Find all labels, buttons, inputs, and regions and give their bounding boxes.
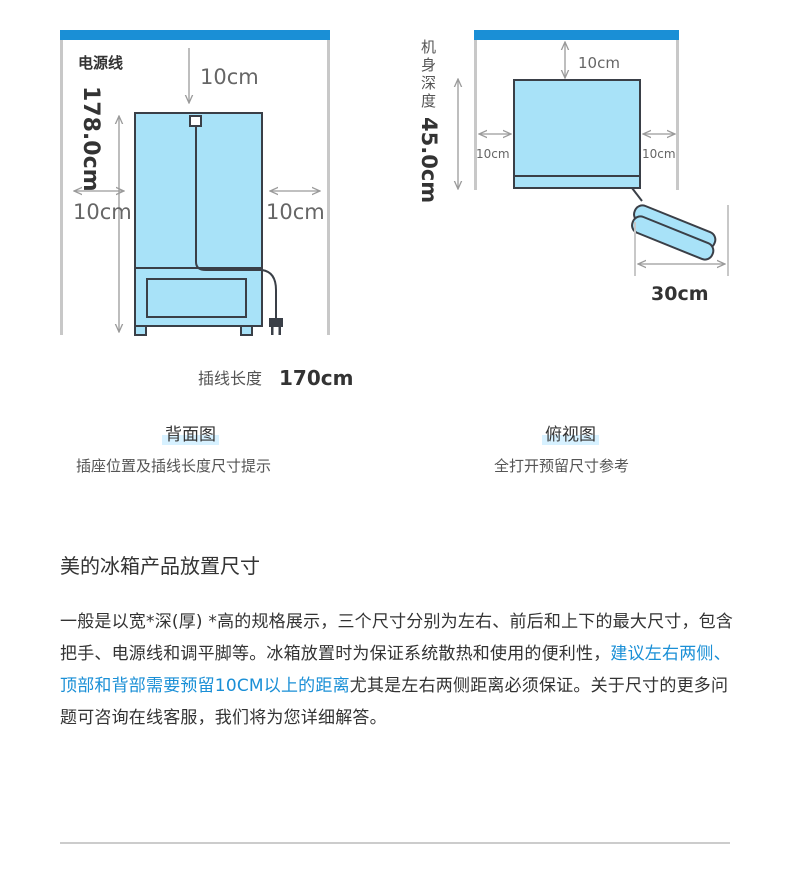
depth-value: 45.0cm [417,117,441,203]
fridge-right-foot [240,325,253,336]
depth-label-char-3: 深 [421,74,436,92]
top-view-subtitle: 全打开预留尺寸参考 [494,457,630,475]
back-view-top-bar [60,30,330,40]
top-view-top-gap-label: 10cm [578,54,620,72]
fridge-top-body [513,79,641,189]
section-title: 美的冰箱产品放置尺寸 [60,554,260,578]
top-view-right-gap-label: 10cm [642,147,676,161]
back-view-left-wall [60,40,63,335]
back-top-gap-label: 10cm [200,65,259,89]
power-cord [195,126,277,318]
height-label: 178.0cm [78,86,103,192]
door-gap-wall-right [727,205,729,276]
cord-length-label: 插线长度 [198,369,262,388]
back-view-diagram: 电源线 10cm 178.0cm 10cm 10cm 插线长度 170cm [60,30,353,390]
depth-label-char-2: 身 [421,56,436,74]
cord-length-value: 170cm [279,366,353,390]
open-doors [631,187,717,261]
fridge-back-compressor-panel [146,278,247,318]
back-view-right-wall [327,40,330,335]
top-view-diagram: 机 身 深 度 45.0cm 10cm 10cm 10cm 30cm [417,30,729,305]
depth-label-char-1: 机 [421,38,436,56]
description-paragraph: 一般是以宽*深(厚) *高的规格展示，三个尺寸分别为左右、前后和上下的最大尺寸，… [60,606,740,734]
socket-icon [189,115,202,127]
top-view-left-gap-label: 10cm [476,147,510,161]
door-gap-label: 30cm [651,283,709,305]
description-part-2: 尤其是左右两侧距离必须保证。关于尺寸的更多问题可咨询在线客服，我们将为您详细解答… [60,676,729,728]
door-gap-wall-left [634,222,636,276]
description-part-1: 一般是以宽*深(厚) *高的规格展示，三个尺寸分别为左右、前后和上下的最大尺寸，… [60,612,734,664]
top-view-left-wall [474,40,477,190]
top-view-title: 俯视图 [542,420,599,445]
back-right-gap-label: 10cm [266,200,325,224]
power-cord-label: 电源线 [78,54,123,72]
top-view-top-bar [474,30,679,40]
bottom-divider [60,842,730,844]
description-highlight: 建议左右两侧、顶部和背部需要预留10CM以上的距离 [60,644,731,696]
depth-label-char-4: 度 [421,92,436,110]
back-view-title: 背面图 [162,420,219,445]
fridge-left-foot [134,325,147,336]
plug-icon [269,318,283,335]
back-left-gap-label: 10cm [73,200,132,224]
top-view-right-wall [676,40,679,190]
back-view-subtitle: 插座位置及插线长度尺寸提示 [76,457,272,475]
